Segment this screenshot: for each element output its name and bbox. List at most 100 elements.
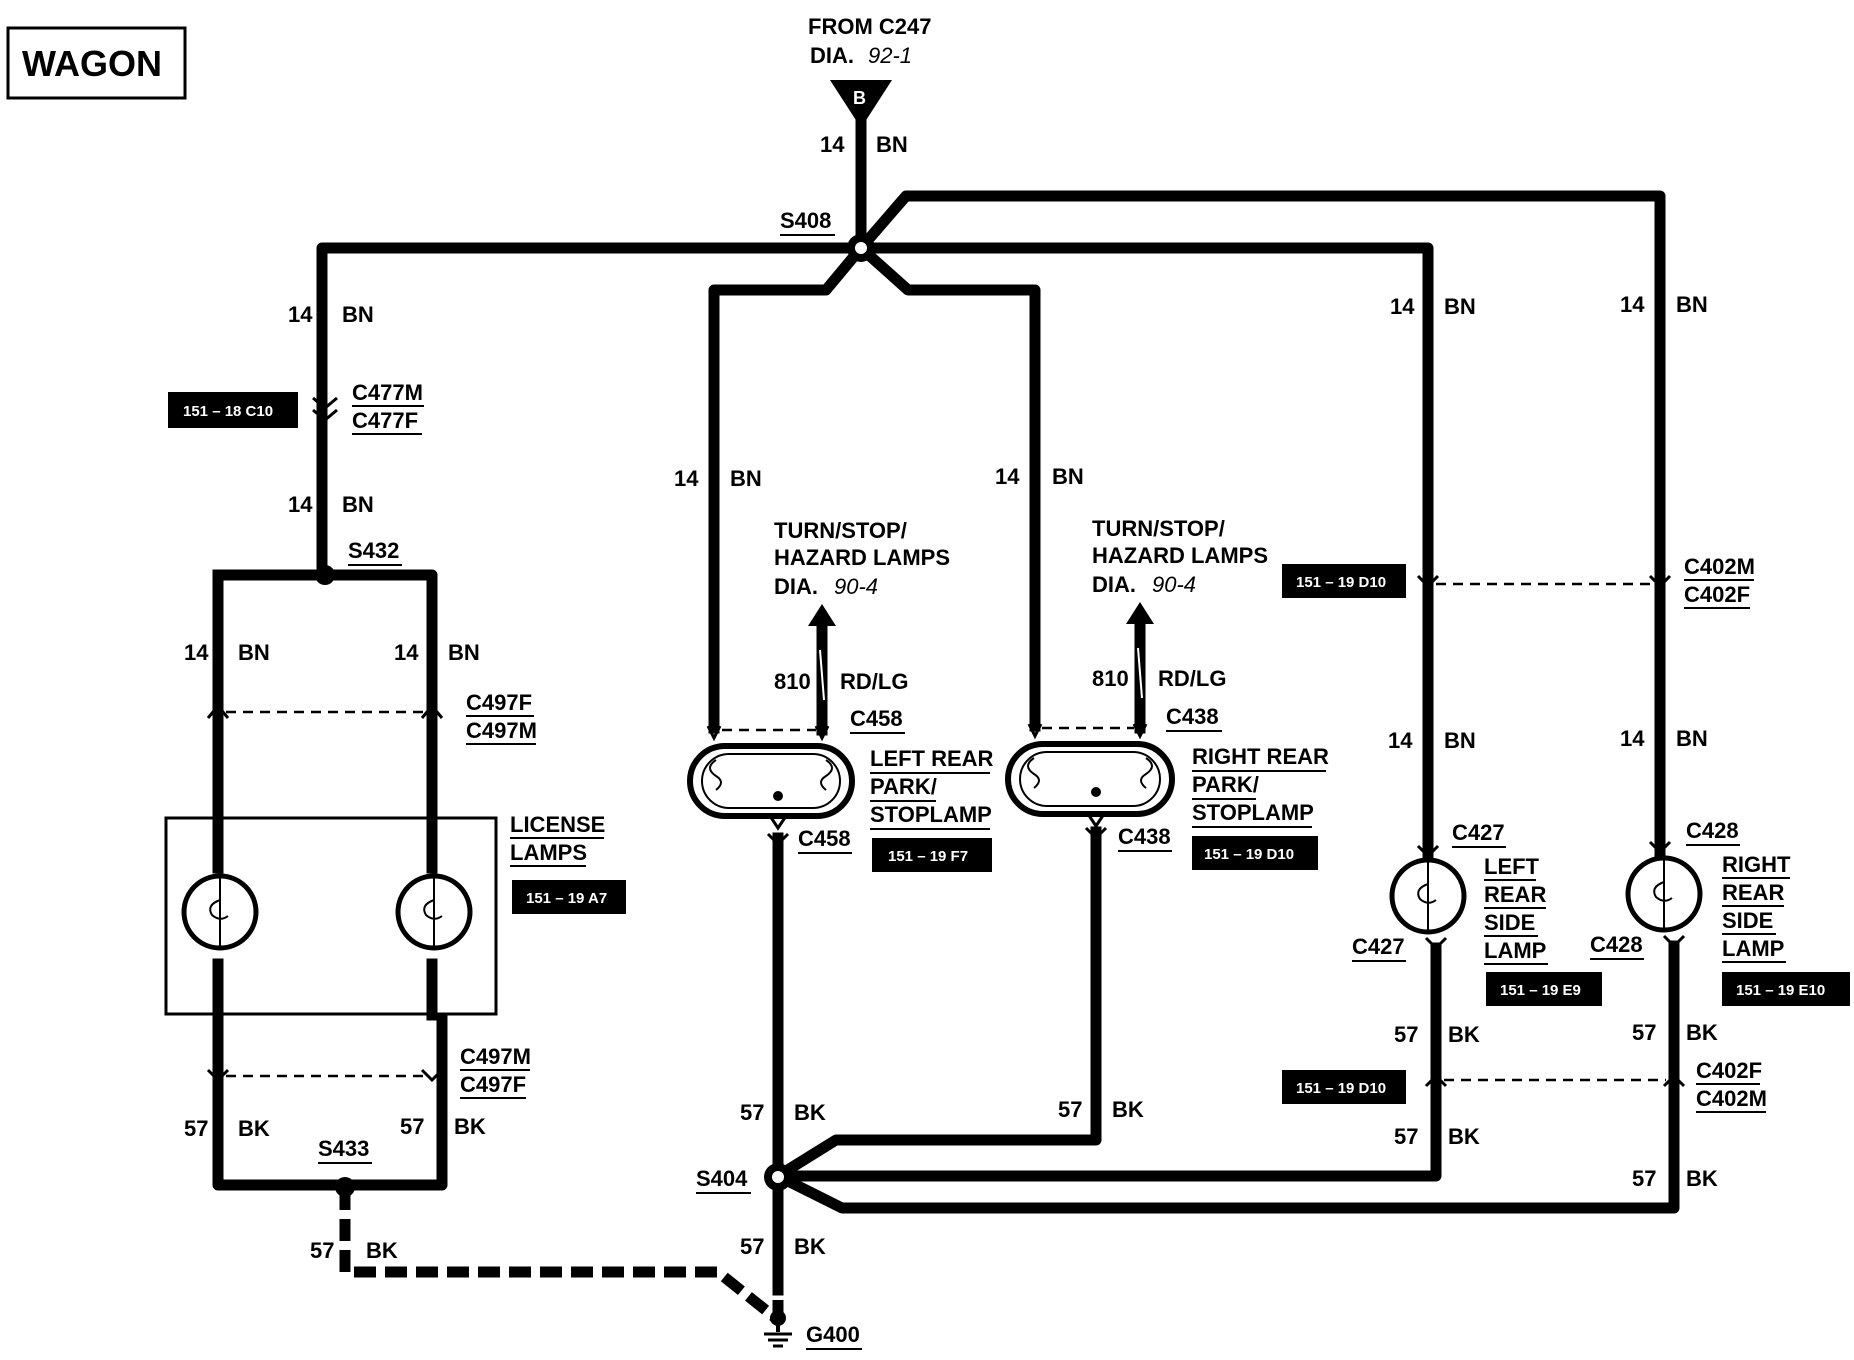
svg-text:BN: BN [876, 132, 908, 157]
svg-text:14: 14 [184, 640, 209, 665]
connector-c458-top-label: C458 [850, 706, 903, 731]
wire-s433-ground [339, 1188, 782, 1325]
svg-text:TURN/STOP/: TURN/STOP/ [1092, 516, 1225, 541]
connector-c427-top-label: C427 [1452, 820, 1505, 845]
rdlg-wires [808, 602, 1154, 736]
connector-c402-top: C402M C402F 151 – 19 D10 [1282, 554, 1755, 609]
left-side-label-4: LAMP [1484, 938, 1546, 963]
svg-text:BK: BK [794, 1100, 826, 1125]
ref-right-side-label: 151 – 19 E10 [1736, 982, 1825, 999]
splice-s404: S404 [696, 1163, 792, 1194]
ref-left-side-label: 151 – 19 E9 [1500, 982, 1581, 999]
right-park-label-2: PARK/ [1192, 772, 1259, 797]
stripe-rdlg-left [819, 649, 825, 701]
connector-c402f-top-label: C402F [1684, 582, 1750, 607]
svg-text:90-4: 90-4 [834, 574, 878, 599]
ref-c402-top-box [1282, 564, 1406, 598]
svg-text:DIA.: DIA. [1092, 572, 1136, 597]
splice-s404-label: S404 [696, 1166, 748, 1191]
connector-c477m-label: C477M [352, 380, 423, 405]
ref-right-park-label: 151 – 19 D10 [1204, 846, 1294, 863]
wire-s408-to-license [316, 242, 867, 581]
svg-text:57: 57 [1632, 1166, 1656, 1191]
left-side-label-2: REAR [1484, 882, 1546, 907]
splice-s432-label: S432 [348, 538, 399, 563]
svg-text:57: 57 [1632, 1020, 1656, 1045]
svg-text:57: 57 [1394, 1124, 1418, 1149]
license-lamps-component: LICENSE LAMPS 151 – 19 A7 [164, 812, 626, 1021]
svg-text:14: 14 [288, 492, 313, 517]
svg-text:BN: BN [342, 492, 374, 517]
left-side-label-1: LEFT [1484, 854, 1540, 879]
connector-c477: C477M C477F 151 – 18 C10 [168, 380, 424, 435]
source-dia-number: 92-1 [868, 43, 912, 68]
license-lamp-left-bulb [181, 873, 259, 951]
license-lamps-label-1: LICENSE [510, 812, 605, 837]
splice-s433-label: S433 [318, 1136, 369, 1161]
svg-text:BK: BK [454, 1114, 486, 1139]
svg-text:BN: BN [1676, 726, 1708, 751]
svg-text:BN: BN [342, 302, 374, 327]
connector-c438-top-label: C438 [1166, 704, 1219, 729]
splice-s433: S433 [318, 1136, 372, 1197]
ref-left-park-label: 151 – 19 F7 [888, 848, 968, 865]
svg-text:BK: BK [1686, 1020, 1718, 1045]
splice-s408: S408 [780, 208, 875, 262]
svg-text:14: 14 [820, 132, 845, 157]
source-dia-prefix: DIA. [810, 43, 854, 68]
svg-text:BN: BN [1052, 464, 1084, 489]
wire-s408-to-right-park [853, 240, 1041, 732]
svg-text:14: 14 [288, 302, 313, 327]
svg-text:BK: BK [366, 1238, 398, 1263]
connector-c497-bottom: C497M C497F [206, 1044, 531, 1099]
wire-s408-to-left-park [708, 240, 869, 734]
left-park-label-1: LEFT REAR [870, 746, 994, 771]
connector-c402m-bottom-label: C402M [1696, 1086, 1767, 1111]
wire-right-park-ground [770, 826, 1102, 1184]
source-terminal-triangle [830, 80, 892, 128]
license-lamps-label-2: LAMPS [510, 840, 587, 865]
license-lamp-right-bulb [395, 873, 473, 951]
source-terminal-label: B [853, 88, 866, 108]
svg-text:57: 57 [740, 1100, 764, 1125]
right-rear-park-stoplamp: C438 C438 RIGHT REAR PARK/ STOPLAMP 151 … [1005, 704, 1329, 870]
connector-c427-bottom-label: C427 [1352, 934, 1405, 959]
left-park-label-3: STOPLAMP [870, 802, 992, 827]
svg-text:810: 810 [1092, 666, 1129, 691]
svg-text:DIA.: DIA. [774, 574, 818, 599]
svg-text:BN: BN [1444, 728, 1476, 753]
turn-stop-label-right: TURN/STOP/ HAZARD LAMPS DIA. 90-4 [1092, 516, 1268, 597]
connector-c402m-top-label: C402M [1684, 554, 1755, 579]
ref-c477-label: 151 – 18 C10 [183, 403, 273, 420]
connector-c438-bottom-label: C438 [1118, 824, 1171, 849]
svg-text:BN: BN [1444, 294, 1476, 319]
left-rear-side-lamp: C427 C427 LEFT REAR SIDE LAMP 151 – 19 E… [1352, 820, 1602, 1006]
title-label: WAGON [22, 43, 162, 84]
left-side-label-3: SIDE [1484, 910, 1535, 935]
ref-right-side-box [1722, 972, 1850, 1006]
svg-text:HAZARD LAMPS: HAZARD LAMPS [774, 545, 950, 570]
svg-text:57: 57 [1058, 1097, 1082, 1122]
svg-text:BK: BK [794, 1234, 826, 1259]
ref-right-park-box [1192, 836, 1318, 870]
connector-c402-bottom: C402F C402M 151 – 19 D10 [1282, 1058, 1767, 1113]
right-park-label-3: STOPLAMP [1192, 800, 1314, 825]
svg-text:14: 14 [674, 466, 699, 491]
svg-text:BK: BK [238, 1116, 270, 1141]
power-wires [212, 116, 1666, 864]
wire-s408-to-left-side [855, 242, 1434, 864]
ref-c402-bottom-label: 151 – 19 D10 [1296, 1080, 1386, 1097]
wire-left-side-ground [772, 942, 1442, 1182]
svg-text:14: 14 [1390, 294, 1415, 319]
svg-text:90-4: 90-4 [1152, 572, 1196, 597]
arrow-rdlg-right [1126, 602, 1154, 624]
svg-text:BK: BK [1448, 1022, 1480, 1047]
svg-text:TURN/STOP/: TURN/STOP/ [774, 518, 907, 543]
svg-text:14: 14 [394, 640, 419, 665]
right-rear-side-lamp: C428 C428 RIGHT REAR SIDE LAMP 151 – 19 … [1590, 818, 1850, 1006]
right-side-label-1: RIGHT [1722, 852, 1791, 877]
connector-c497f-top-label: C497F [466, 690, 532, 715]
ref-left-side-box [1486, 972, 1602, 1006]
svg-text:14: 14 [1620, 292, 1645, 317]
